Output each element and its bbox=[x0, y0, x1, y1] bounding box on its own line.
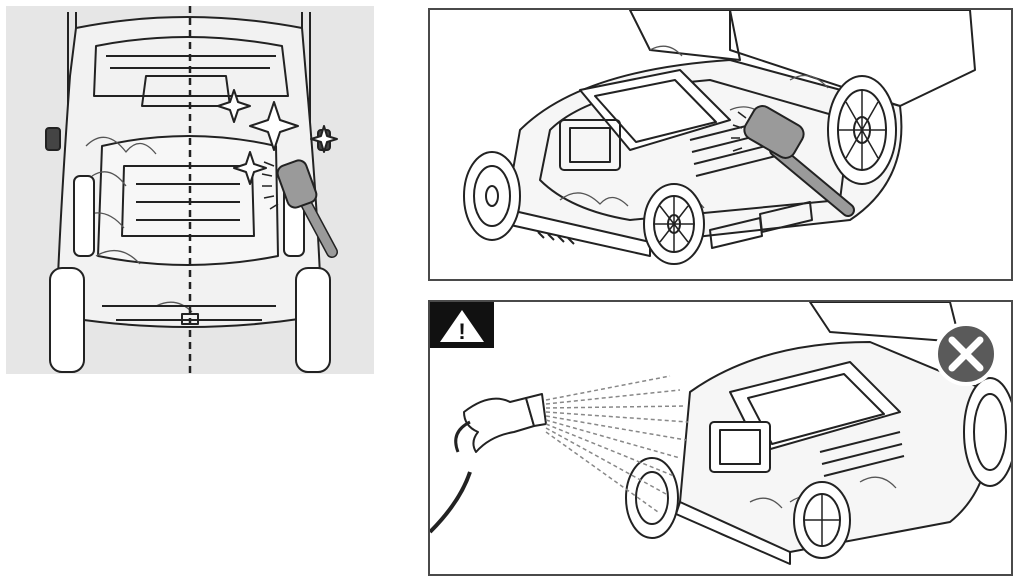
front-view-panel bbox=[6, 6, 374, 374]
hose-prohibited-panel: ! bbox=[428, 300, 1013, 576]
mower-brush-illustration bbox=[463, 10, 976, 265]
warning-symbol: ! bbox=[458, 319, 465, 344]
brush-cleaning-panel bbox=[428, 8, 1013, 281]
warning-triangle-icon: ! bbox=[440, 310, 484, 344]
water-spray bbox=[545, 375, 689, 513]
warning-badge: ! bbox=[430, 302, 494, 348]
prohibited-x-icon bbox=[934, 322, 998, 386]
mower-hose-illustration bbox=[430, 302, 1011, 565]
brush-icon bbox=[261, 159, 338, 258]
mower-front-illustration bbox=[45, 6, 338, 374]
brush-icon bbox=[731, 105, 855, 217]
hose-nozzle-icon bbox=[430, 393, 547, 534]
